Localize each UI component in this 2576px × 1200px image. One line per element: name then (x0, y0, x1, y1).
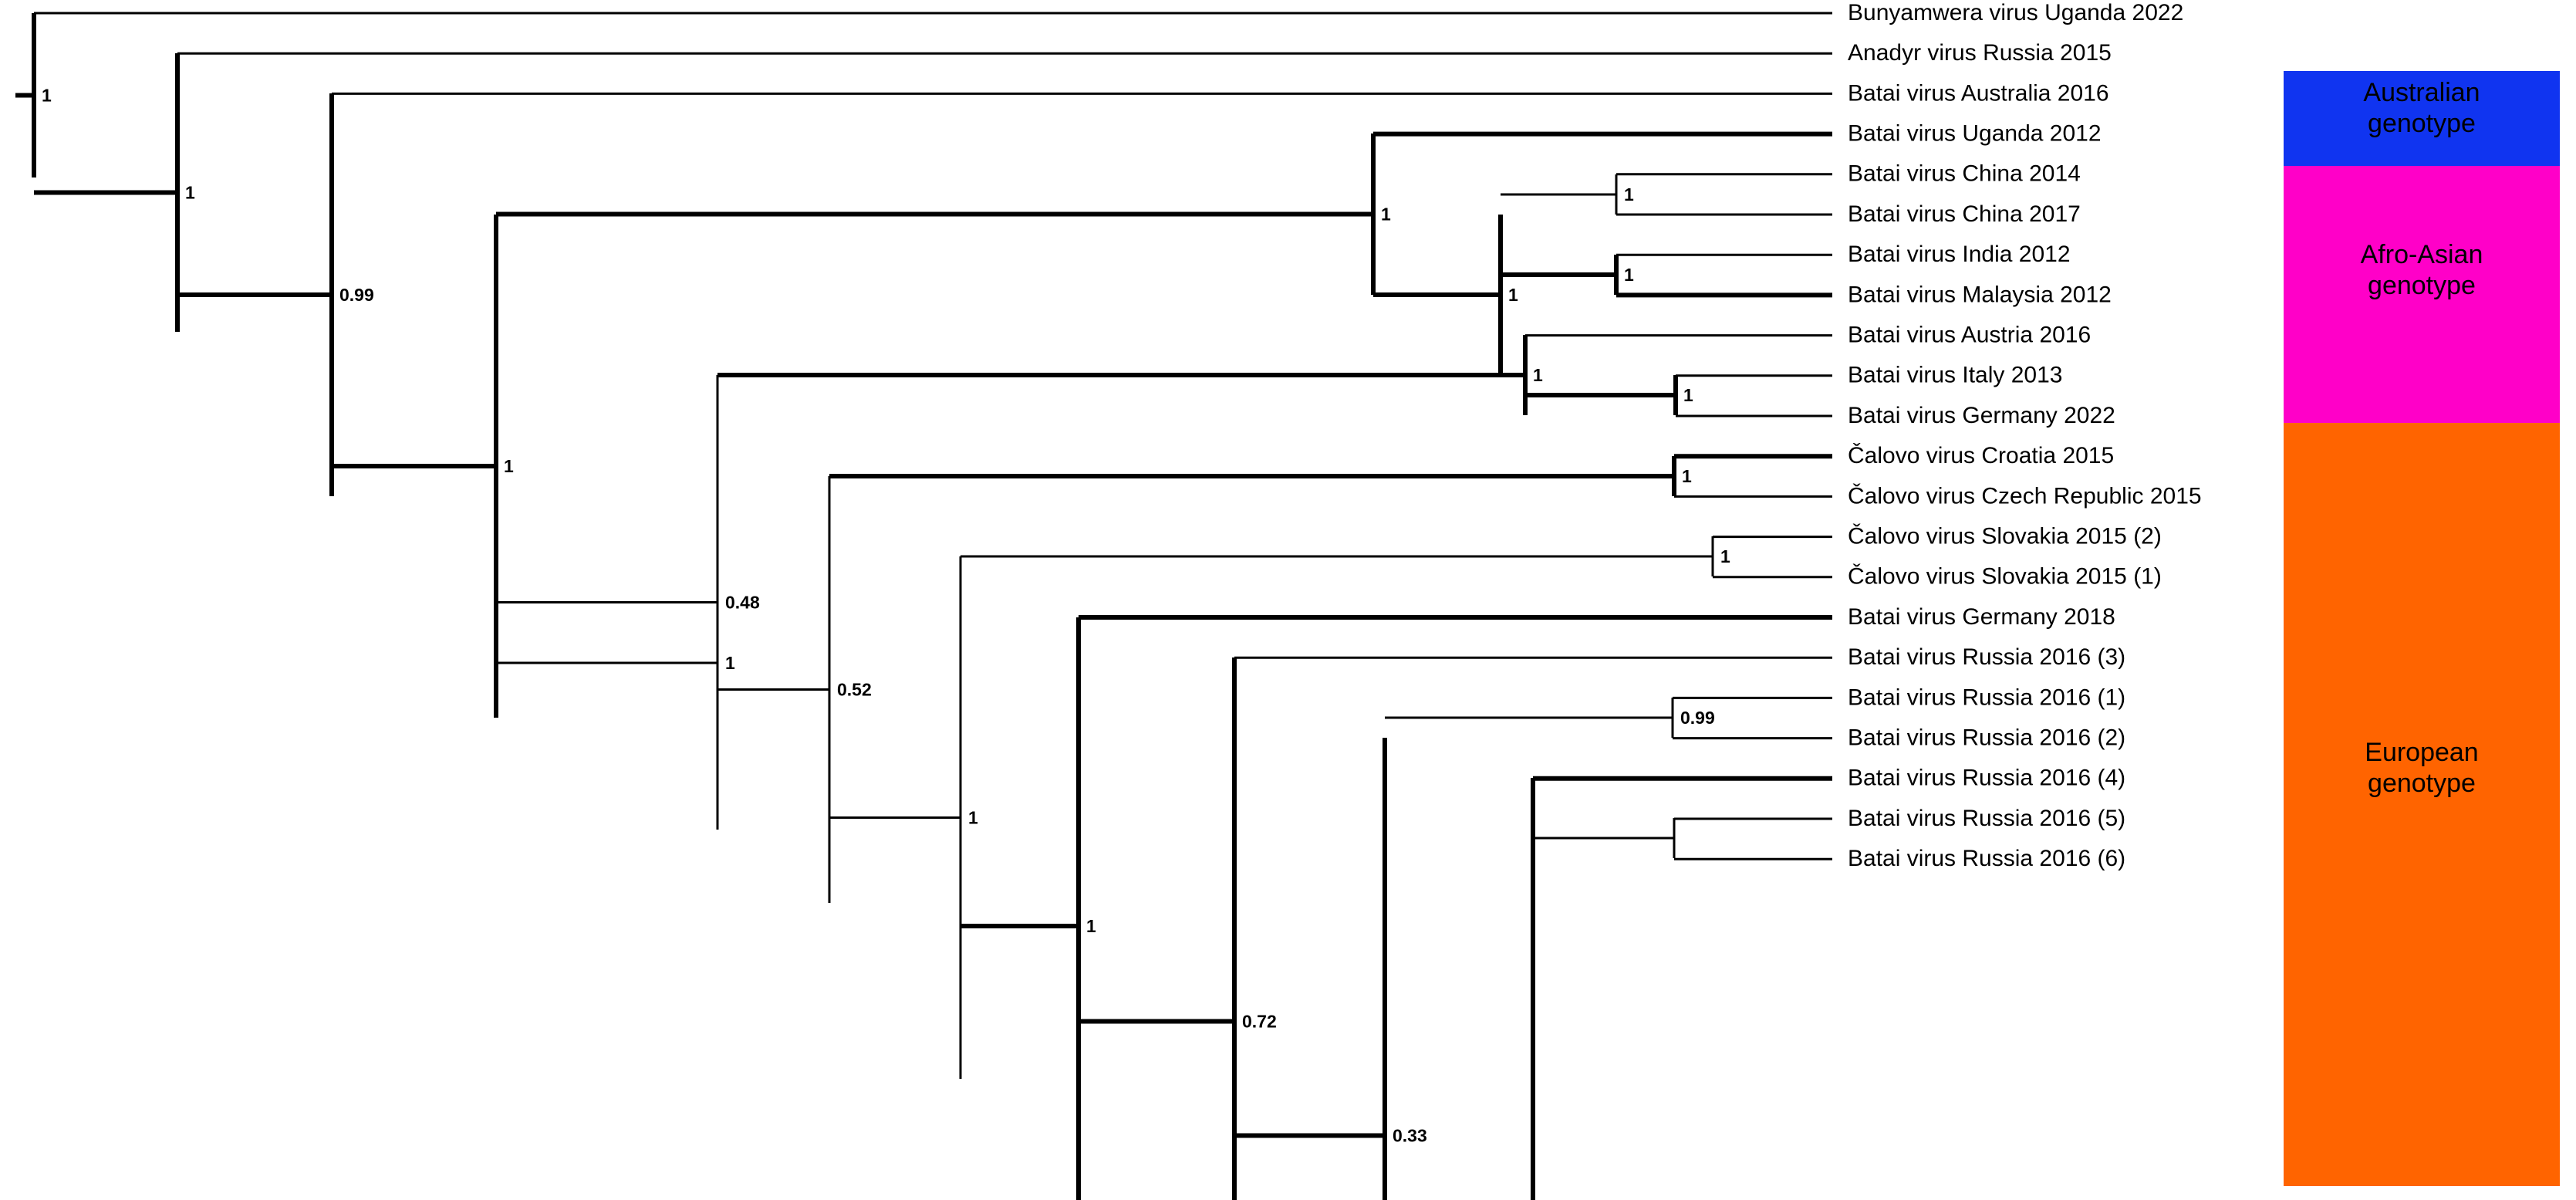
tip-label-batai-virus-russia-2016-2: Batai virus Russia 2016 (2) (1848, 725, 2125, 751)
tip-label-calovo-virus-croatia-2015: Čalovo virus Croatia 2015 (1848, 442, 2114, 468)
support-value-node-croatia-czech-pair: 1 (1682, 466, 1692, 486)
european-genotype-band-label-line1: European (2365, 738, 2479, 767)
support-label-layer: 110.9911111111110.480.52110.720.330.990.… (42, 86, 1730, 1146)
european-genotype-band-label-line2: genotype (2368, 769, 2476, 799)
tip-label-calovo-virus-slovakia-2015-1: Čalovo virus Slovakia 2015 (1) (1848, 563, 2162, 590)
support-value-node-euro-backbone-048: 0.48 (725, 593, 760, 613)
tip-label-batai-virus-china-2017: Batai virus China 2017 (1848, 201, 2081, 227)
tip-label-batai-virus-malaysia-2012: Batai virus Malaysia 2012 (1848, 282, 2112, 307)
tip-label-bunyamwera-virus-uganda-2022: Bunyamwera virus Uganda 2022 (1848, 0, 2183, 25)
afro-asian-genotype-band-label-line1: Afro-Asian (2360, 240, 2483, 269)
tip-label-batai-virus-germany-2018: Batai virus Germany 2018 (1848, 604, 2115, 630)
australian-genotype-band-label-line1: Australian (2363, 78, 2480, 107)
tip-label-anadyr-virus-russia-2015: Anadyr virus Russia 2015 (1848, 40, 2112, 66)
tip-label-batai-virus-russia-2016-3: Batai virus Russia 2016 (3) (1848, 644, 2125, 670)
support-value-node-afro-euro-split: 1 (504, 456, 514, 476)
support-value-node-russia-clade: 0.72 (1242, 1012, 1277, 1032)
support-value-node-asian-subclade: 1 (1508, 285, 1518, 305)
support-value-node-austria-italy-germany: 1 (1533, 365, 1543, 385)
tip-label-batai-virus-austria-2016: Batai virus Austria 2016 (1848, 323, 2091, 348)
tip-label-calovo-virus-slovakia-2015-2: Čalovo virus Slovakia 2015 (2) (1848, 523, 2162, 549)
support-value-node-anadyr-split: 1 (185, 183, 195, 203)
support-value-node-russia-033: 0.99 (1680, 708, 1715, 728)
support-value-node-euro-backbone-052: 0.52 (837, 680, 872, 700)
support-value-node-germany2018-russia: 1 (1086, 916, 1096, 936)
branch-layer (15, 12, 1832, 1200)
tip-label-batai-virus-italy-2013: Batai virus Italy 2013 (1848, 363, 2062, 388)
support-value-node-afro-asian-clade: 1 (1381, 205, 1391, 225)
support-value-node-italy-germany-pair: 1 (1683, 385, 1693, 405)
tip-label-batai-virus-australia-2016: Batai virus Australia 2016 (1848, 80, 2109, 106)
tip-label-calovo-virus-czech-republic-2015: Čalovo virus Czech Republic 2015 (1848, 482, 2202, 509)
tip-label-batai-virus-russia-2016-1: Batai virus Russia 2016 (1) (1848, 685, 2125, 710)
support-value-node-russia-072: 0.33 (1393, 1126, 1427, 1146)
support-value-node-australia-split: 0.99 (339, 285, 374, 305)
tip-label-batai-virus-china-2014: Batai virus China 2014 (1848, 161, 2081, 187)
support-value-node-china-pair: 1 (1624, 184, 1634, 205)
support-value-node-european-clade: 1 (725, 653, 735, 673)
tip-label-batai-virus-russia-2016-4: Batai virus Russia 2016 (4) (1848, 766, 2125, 791)
afro-asian-genotype-band-label-line2: genotype (2368, 271, 2476, 301)
support-value-node-slovakia-russia-split: 1 (968, 808, 978, 828)
australian-genotype-band-label-line2: genotype (2368, 109, 2476, 139)
tip-label-batai-virus-russia-2016-5: Batai virus Russia 2016 (5) (1848, 806, 2125, 831)
tip-label-batai-virus-india-2012: Batai virus India 2012 (1848, 242, 2071, 267)
support-value-node-slovakia-pair: 1 (1720, 546, 1730, 566)
tip-label-batai-virus-uganda-2012: Batai virus Uganda 2012 (1848, 121, 2102, 147)
support-value-node-root: 1 (42, 86, 52, 106)
tip-label-batai-virus-germany-2022: Batai virus Germany 2022 (1848, 403, 2115, 428)
tip-label-batai-virus-russia-2016-6: Batai virus Russia 2016 (6) (1848, 846, 2125, 871)
support-value-node-india-malaysia-pair: 1 (1624, 265, 1634, 285)
